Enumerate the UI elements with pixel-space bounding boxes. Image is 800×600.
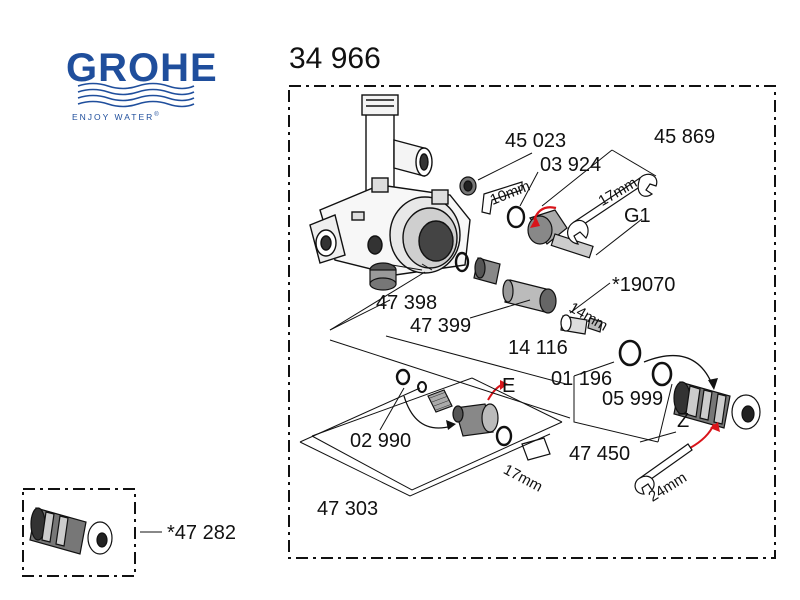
part-label-g1: G1 — [624, 205, 651, 227]
leader-lines — [140, 149, 677, 533]
part-label-e: E — [502, 375, 516, 397]
oring-03924 — [506, 205, 526, 229]
part-label-47399: 47 399 — [410, 315, 472, 337]
brand-tagline-text: ENJOY WATER — [72, 112, 155, 122]
part-label-02990: 02 990 — [350, 430, 412, 452]
diagram-title: 34 966 — [289, 42, 381, 75]
main-dashed-frame — [288, 85, 776, 559]
part-label-47398: 47 398 — [376, 292, 438, 314]
part-label-14116: 14 116 — [508, 337, 568, 359]
part-label-19070: *19070 — [612, 274, 676, 296]
part-label-45869: 45 869 — [654, 126, 716, 148]
spanner-24mm — [634, 443, 693, 495]
part-label-45023: 45 023 — [505, 130, 567, 152]
inset-cartridge-47282 — [29, 507, 113, 555]
filter-cap-47398 — [369, 262, 397, 291]
part-label-47282: *47 282 — [167, 522, 236, 544]
brand-logo-text: GROHE — [66, 46, 218, 90]
part-label-47450: 47 450 — [569, 443, 631, 465]
allen-key-10mm — [481, 181, 523, 215]
hex-nut-14mm — [560, 314, 603, 335]
headpart-g1 — [527, 206, 594, 259]
part-label-z: Z — [677, 410, 690, 432]
nut-45023 — [459, 176, 477, 196]
cartridge-z — [643, 354, 761, 449]
part-label-05999: 05 999 — [602, 388, 664, 410]
brand-tagline: ENJOY WATER® — [72, 112, 161, 122]
part-label-47303: 47 303 — [317, 498, 379, 520]
valve-body — [309, 94, 471, 276]
check-valve-e-assembly — [395, 368, 551, 461]
part-label-03924: 03 924 — [540, 154, 602, 176]
inset-dashed-frame — [22, 488, 136, 577]
sleeve-47399 — [454, 251, 557, 314]
oring-05999 — [651, 361, 673, 387]
oring-01196 — [618, 339, 642, 367]
spanner-17mm-top — [567, 173, 658, 245]
part-label-01196: 01 196 — [551, 368, 613, 390]
grohe-waves-logo — [77, 82, 195, 108]
registered-mark: ® — [154, 112, 161, 118]
